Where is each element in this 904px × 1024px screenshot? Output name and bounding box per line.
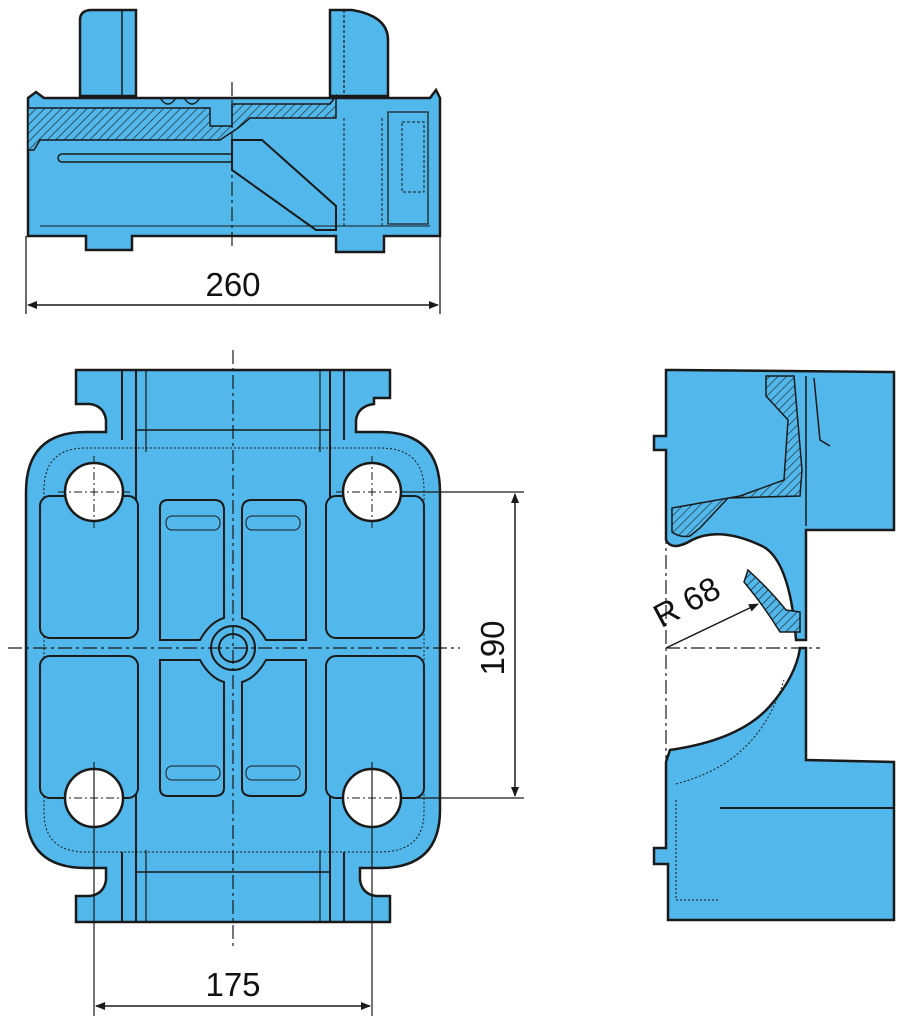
dimension-top-width: 260	[25, 236, 441, 314]
side-view-lower-body	[652, 646, 896, 922]
dimension-vertical-spacing-label: 190	[474, 620, 511, 675]
side-view: R 68	[647, 368, 896, 922]
pocket	[159, 499, 225, 641]
dimension-vertical-spacing: 190	[402, 491, 524, 799]
pocket	[241, 659, 307, 797]
radius-leader	[665, 603, 759, 649]
dimension-top-width-label: 260	[205, 266, 260, 303]
top-view-right-upright	[328, 8, 390, 98]
top-view-left-upright	[78, 8, 138, 98]
plan-view	[8, 350, 460, 1016]
pocket	[241, 499, 307, 641]
pocket	[159, 659, 225, 797]
dimension-bottom-width: 175	[95, 966, 371, 1010]
top-view-section-hatch	[27, 93, 337, 151]
side-view-section-hatch	[671, 375, 803, 538]
dimension-bottom-width-label: 175	[205, 966, 260, 1003]
top-view	[26, 8, 442, 254]
